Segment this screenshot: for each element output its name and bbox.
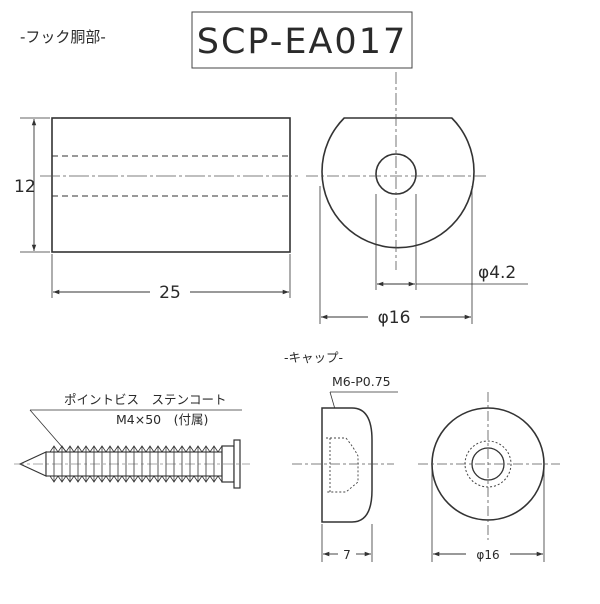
hook-body-side-view [40,117,300,253]
body-rectangle [51,117,291,253]
dim-length-label: 25 [159,283,181,303]
dim-body-height [20,117,50,253]
screw-thread-crest [121,445,131,483]
cap-thread-dashed-circle [464,440,512,488]
dim-body-length [51,254,291,298]
section-hook-body-label: -フック胴部- [20,28,106,46]
cap-front-view [418,392,560,540]
screw-threads [49,445,227,483]
section-cap-label: -キャップ- [284,350,343,365]
dim-cap-dia-label: φ16 [476,548,499,562]
cap-thread-label: M6-P0.75 [332,374,391,389]
dim-cap-width-label: 7 [343,548,351,562]
screw-label-line1: ポイントビス ステンコート [64,392,227,407]
screw-thread-crest [153,445,163,483]
dim-cap-width [321,524,373,562]
model-code-title: SCP-EA017 [197,22,407,62]
dim-height-label: 12 [14,177,36,197]
dim-body-diameter [319,186,473,324]
screw-thread-crest [65,445,75,483]
hook-body-front-view [306,72,488,270]
dim-hole-label: φ4.2 [478,263,516,283]
cap-side-view [292,407,394,523]
screw-thread-crest [97,445,107,483]
title-box [191,11,413,69]
dim-cap-diameter [431,470,545,562]
screw-drawing [14,439,250,489]
cap-internal-thread [326,437,359,493]
cap-side-outline [321,407,373,523]
screw-label-line2: M4×50 (付属) [116,412,208,427]
dim-body-dia-label: φ16 [378,308,411,328]
